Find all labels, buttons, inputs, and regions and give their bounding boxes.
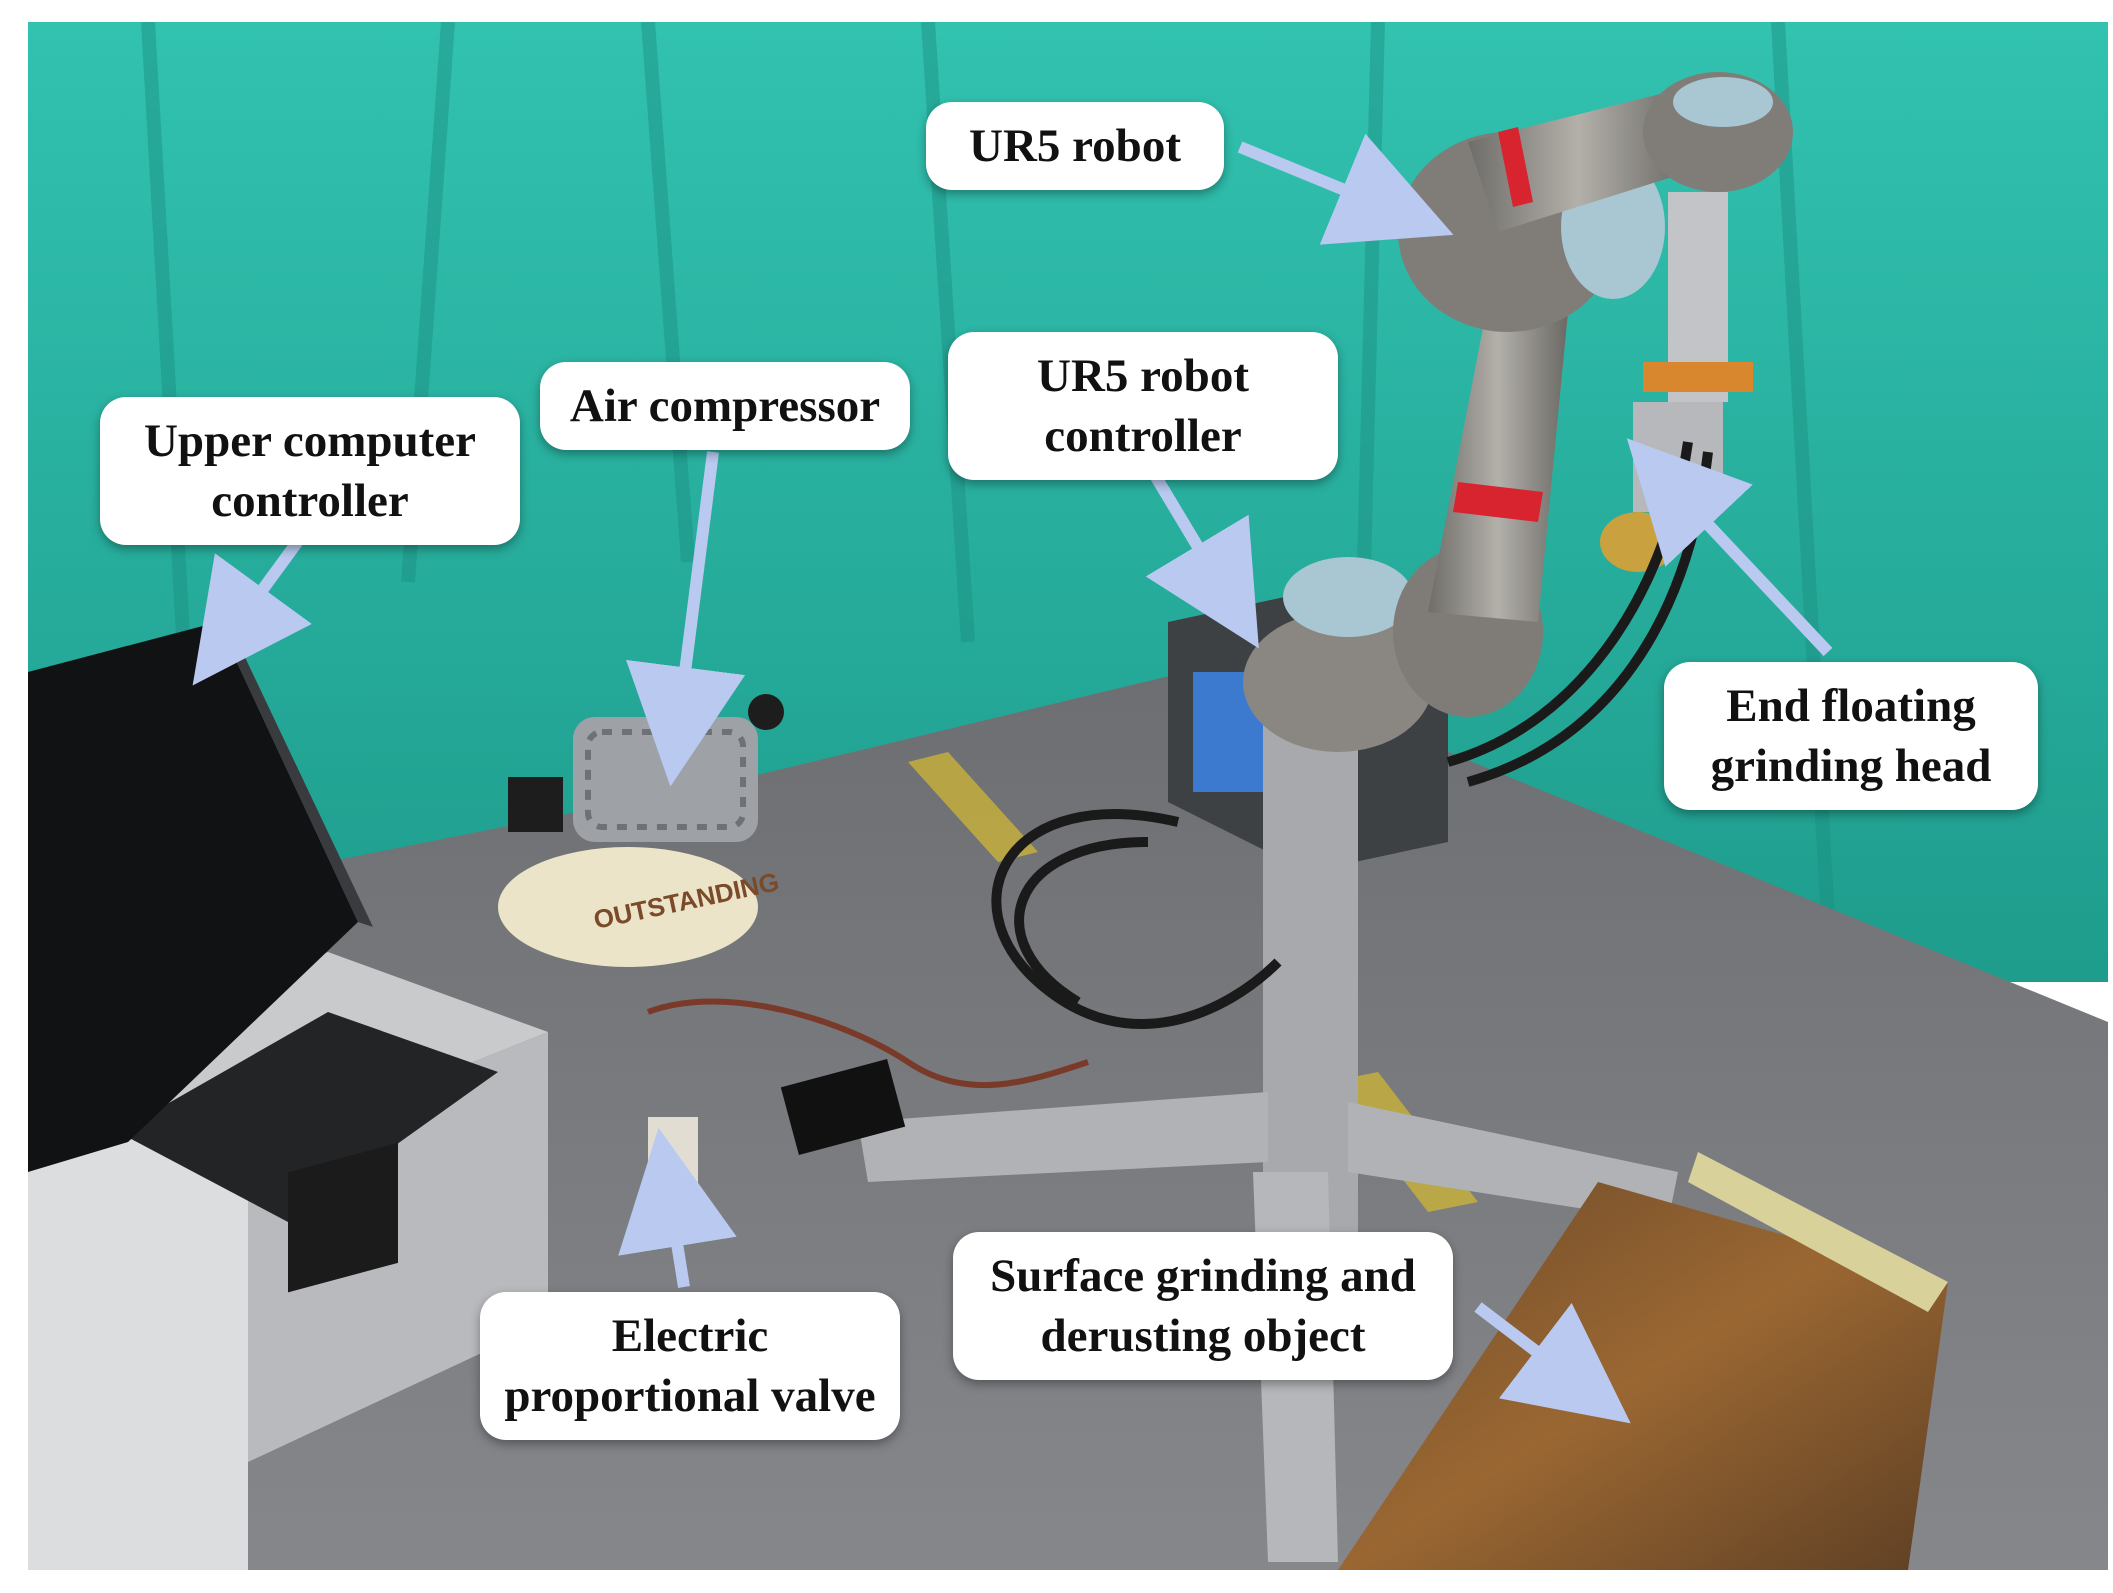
label-air-compressor: Air compressor	[540, 362, 910, 450]
robot-base-joint	[1243, 612, 1433, 752]
stand-base-left	[858, 1092, 1268, 1182]
keyboard-mat	[118, 1012, 498, 1222]
grinding-head-collar	[1643, 362, 1753, 392]
robot-wrist-cap	[1673, 77, 1773, 127]
experimental-setup-photo: OUTSTANDING	[28, 22, 2108, 1570]
rusty-plate	[1338, 1182, 1948, 1570]
plate-frame	[1688, 1152, 1948, 1312]
arrow-upper-computer	[192, 533, 312, 686]
monitor	[28, 622, 358, 1172]
label-ur5-robot: UR5 robot	[926, 102, 1224, 190]
monitor-edge	[218, 622, 373, 927]
proportional-valve	[648, 1117, 698, 1187]
arrow-ur5-controller	[1145, 468, 1259, 649]
compressor-motor	[573, 717, 758, 842]
arrow-air-compressor	[626, 451, 746, 787]
label-ur5-controller: UR5 robot controller	[948, 332, 1338, 480]
compressor-switch	[508, 777, 563, 832]
stand-column	[1263, 712, 1358, 1232]
robot-lower-arm	[1428, 302, 1568, 622]
arrow-surface-object	[1474, 1302, 1631, 1424]
cabinet-display	[288, 1142, 398, 1293]
signal-wires	[646, 998, 1089, 1089]
annotation-arrows	[192, 133, 1833, 1424]
arrow-valve	[618, 1127, 737, 1288]
cabinet-front	[28, 1062, 248, 1570]
label-valve: Electric proportional valve	[480, 1292, 900, 1440]
robot-base-cap	[1283, 557, 1413, 637]
curtain-folds	[141, 22, 1835, 923]
floor-caution-stripe	[908, 752, 1038, 862]
robot-red-band	[1498, 127, 1533, 207]
driver-module	[780, 1058, 906, 1156]
label-surface-object: Surface grinding and derusting object	[953, 1232, 1453, 1380]
compressor-knob	[748, 694, 784, 730]
label-upper-computer: Upper computer controller	[100, 397, 520, 545]
label-end-floating: End floating grinding head	[1664, 662, 2038, 810]
compressor-tank	[498, 847, 758, 967]
arrow-ur5-robot	[1237, 133, 1454, 245]
arrow-end-floating	[1626, 438, 1833, 657]
cable-bundle	[991, 441, 1713, 1029]
robot-red-band	[1453, 482, 1543, 522]
